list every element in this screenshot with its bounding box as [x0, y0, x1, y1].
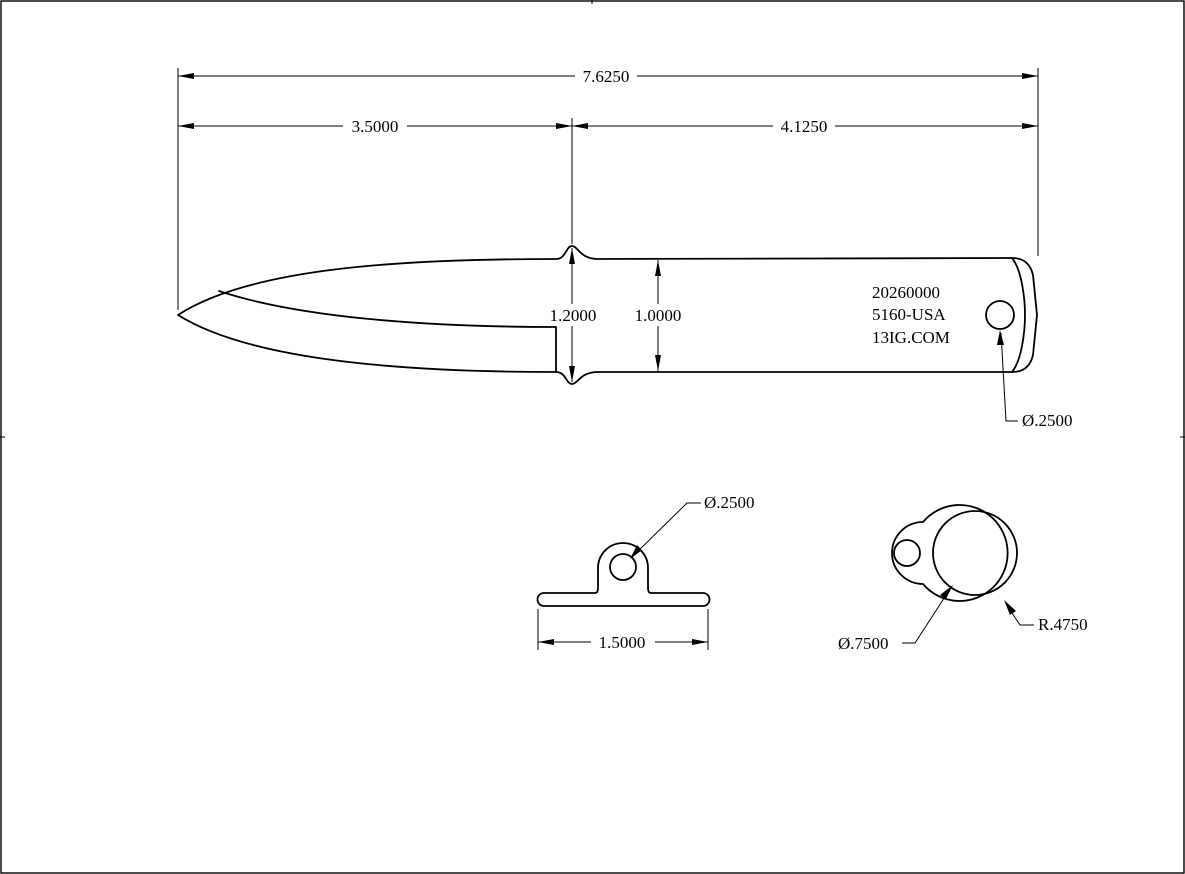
blade-dimensions: 7.6250 3.5000 4.1250 1.2000 1.0000 Ø.250… — [177, 64, 1073, 430]
arrowhead — [655, 355, 661, 371]
engraving-line-2: 5160-USA — [872, 305, 946, 324]
ring-outer-outline — [891, 504, 1009, 602]
blade-grind-line — [218, 290, 557, 373]
guard-view: Ø.2500 1.5000 — [536, 493, 755, 652]
arrowhead — [630, 545, 642, 559]
guard-hole-diameter-label: Ø.2500 — [704, 493, 755, 512]
engraving-line-3: 13IG.COM — [872, 328, 950, 347]
arrowhead — [569, 366, 575, 382]
lanyard-hole-diameter-label: Ø.2500 — [1022, 411, 1073, 430]
arrowhead — [692, 639, 708, 645]
ring-bore-leader — [902, 588, 951, 644]
blade-length-label: 3.5000 — [352, 117, 399, 136]
arrowhead — [538, 639, 554, 645]
ring-small-hole — [893, 539, 921, 567]
arrowhead — [940, 585, 953, 599]
engraving-line-1: 20260000 — [872, 283, 940, 302]
guard-height-label: 1.2000 — [550, 306, 597, 325]
arrowhead — [556, 123, 572, 129]
knife-profile: 20260000 5160-USA 13IG.COM — [177, 245, 1038, 385]
lanyard-hole-leader — [1000, 332, 1018, 422]
arrowhead — [1022, 123, 1038, 129]
overall-length-label: 7.6250 — [583, 67, 630, 86]
arrowhead — [178, 73, 194, 79]
ring-outer-radius-label: R.4750 — [1038, 615, 1088, 634]
arrowhead — [1004, 600, 1016, 615]
ring-view: Ø.7500 R.4750 — [838, 504, 1088, 653]
arrowhead — [572, 123, 588, 129]
arrowhead — [997, 330, 1004, 345]
guard-outline — [536, 542, 711, 607]
lanyard-hole — [985, 300, 1015, 330]
arrowhead — [1022, 73, 1038, 79]
ring-bore-diameter-label: Ø.7500 — [838, 634, 889, 653]
knife-outline — [177, 245, 1038, 385]
guard-hole-leader — [631, 502, 701, 558]
guard-width-label: 1.5000 — [599, 633, 646, 652]
guard-hole — [609, 553, 637, 581]
butt-bevel-line — [1011, 257, 1026, 373]
arrowhead — [178, 123, 194, 129]
handle-length-label: 4.1250 — [781, 117, 828, 136]
arrowhead — [569, 248, 575, 264]
arrowhead — [655, 260, 661, 276]
handle-height-label: 1.0000 — [635, 306, 682, 325]
ring-bore — [932, 510, 1018, 596]
